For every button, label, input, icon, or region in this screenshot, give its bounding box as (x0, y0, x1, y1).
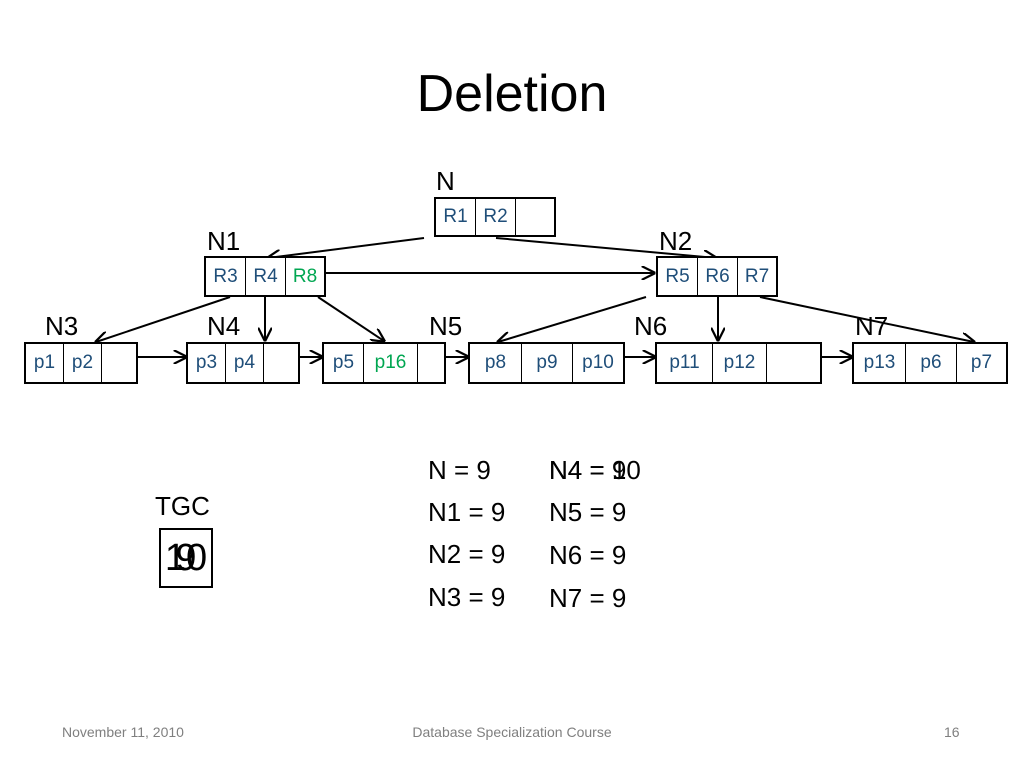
pointer-cell: R1 (436, 199, 476, 235)
counter-n4: N4 = 9 (549, 455, 627, 485)
pointer-cell: R6 (698, 258, 738, 295)
node-split-leaf: p5 p16 (322, 342, 446, 384)
arrow-n2-to-n7 (759, 296, 974, 342)
pointer-cell: R2 (476, 199, 516, 235)
node-n6: p11 p12 (655, 342, 822, 384)
node-n4: p3 p4 (186, 342, 300, 384)
node-label-n3: N3 (45, 311, 79, 341)
arrow-n1-to-p5 (317, 296, 384, 341)
node-label-n6: N6 (634, 311, 668, 341)
empty-cell (516, 199, 554, 235)
tgc-value-new: 10 (164, 536, 208, 579)
node-n2: R5 R6 R7 (656, 256, 778, 297)
counter-n3: N3 = 9 (428, 582, 506, 612)
pointer-cell-new: R8 (292, 265, 318, 287)
page-cell: p4 (226, 344, 264, 382)
page-cell: p11 (657, 344, 713, 382)
counter-n1: N1 = 9 (428, 497, 506, 527)
arrow-n-to-n2 (495, 237, 716, 258)
page-cell: p8 (470, 344, 522, 382)
page-cell: p5 (324, 344, 364, 382)
pointer-cell: R5 (658, 258, 698, 295)
tgc-label: TGC (155, 491, 210, 521)
empty-cell (264, 344, 298, 382)
pointer-cell: R3 (206, 258, 246, 295)
pointer-cell: R7 (744, 265, 770, 287)
empty-cell (767, 344, 820, 382)
node-label-n1: N1 (207, 226, 241, 256)
page-cell: p2 (64, 344, 102, 382)
page-cell: p9 (522, 344, 573, 382)
node-n7: p13 p6 p7 (852, 342, 1008, 384)
node-n1: R3 R4 R8 (204, 256, 326, 297)
node-label-n5: N5 (429, 311, 463, 341)
empty-cell (418, 344, 444, 382)
arrow-n1-to-n3 (96, 296, 231, 342)
tgc-box: 9 10 (159, 528, 213, 588)
page-cell: p3 (188, 344, 226, 382)
node-label-n: N (436, 166, 455, 196)
counter-n5: N5 = 9 (549, 497, 627, 527)
counter-n7: N7 = 9 (549, 583, 627, 613)
node-label-n2: N2 (659, 226, 693, 256)
pointer-cell: R4 (246, 258, 286, 295)
node-n: R1 R2 (434, 197, 556, 237)
counter-n: N = 9 (428, 455, 491, 485)
page-cell: p12 (713, 344, 767, 382)
page-cell: p13 (854, 344, 906, 382)
arrow-n-to-n1 (268, 237, 425, 258)
page-cell: p6 (906, 344, 957, 382)
page-cell-new: p16 (364, 344, 418, 382)
footer-course: Database Specialization Course (412, 724, 612, 740)
node-n5: p8 p9 p10 (468, 342, 625, 384)
counter-n2: N2 = 9 (428, 539, 506, 569)
footer-date: November 11, 2010 (62, 724, 184, 740)
slide-title: Deletion (416, 65, 608, 123)
counter-n4-overlay: N4 = 10 (549, 455, 641, 485)
page-cell: p7 (970, 352, 993, 373)
node-label-n4: N4 (207, 311, 241, 341)
page-cell: p1 (26, 344, 64, 382)
node-label-n7: N7 (855, 311, 889, 341)
footer-page-number: 16 (944, 724, 960, 740)
node-n3: p1 p2 (24, 342, 138, 384)
counter-n6: N6 = 9 (549, 540, 627, 570)
empty-cell (102, 344, 136, 382)
page-cell: p10 (582, 352, 614, 373)
tgc-value-old: 9 (175, 536, 197, 579)
arrow-n2-to-n5 (498, 296, 647, 342)
